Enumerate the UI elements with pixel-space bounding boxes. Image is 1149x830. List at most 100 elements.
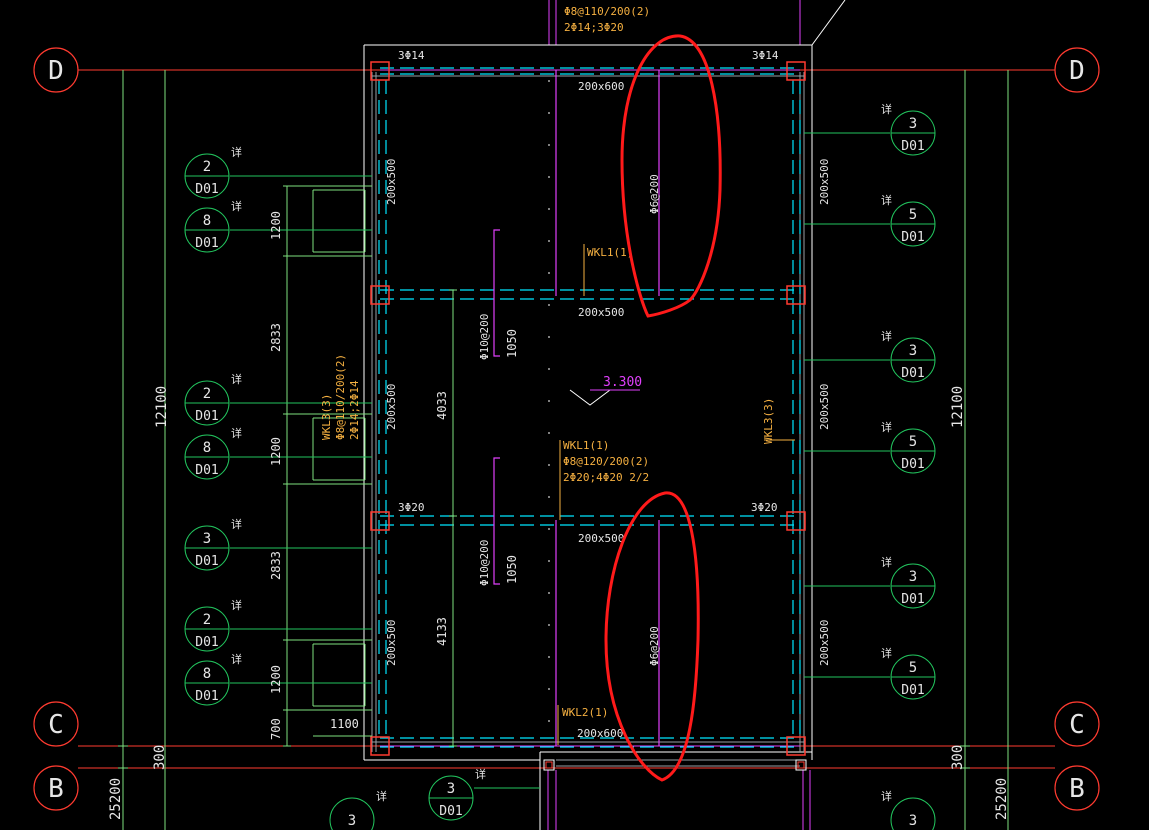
axis-bubble-left-B xyxy=(33,765,79,811)
axis-bubble-right-C xyxy=(1054,701,1100,747)
beam-bars-wkl3-left: 2Φ14;2Φ14 xyxy=(348,380,361,440)
elevation-value: 3.300 xyxy=(603,375,642,390)
markup-annotations[interactable] xyxy=(604,34,722,782)
column-C-right xyxy=(786,736,806,756)
detail-number: 8 xyxy=(203,213,211,229)
beam-label-wkl1-top: WKL1(1) xyxy=(587,246,633,259)
detail-number: 5 xyxy=(909,207,917,223)
beam-size-left-1: 200x500 xyxy=(385,159,398,205)
detail-number: 3 xyxy=(348,813,356,829)
axis-bubble-left-D xyxy=(33,47,79,93)
axis-label-left-B: B xyxy=(48,774,64,804)
detail-callout-b3[interactable]: 3详 xyxy=(881,789,936,830)
dim-seg-5: 1200 xyxy=(269,665,283,694)
right-dimensions xyxy=(960,70,1009,830)
detail-mark: 详 xyxy=(475,767,486,781)
detail-number: 3 xyxy=(203,531,211,547)
beam-label-wkl3-right: WKL3(3) xyxy=(762,398,775,444)
bars-mid-left: 3Φ20 xyxy=(398,501,425,514)
beam-label-wkl1-mid: WKL1(1) xyxy=(563,439,609,452)
axis-label-right-B: B xyxy=(1069,774,1085,804)
column-3-left xyxy=(370,511,390,531)
detail-mark: 详 xyxy=(231,426,242,440)
beam-label-wkl3-left: WKL3(3) xyxy=(320,394,333,440)
detail-reference: D01 xyxy=(901,457,924,472)
dim-width-1100: 1100 xyxy=(330,717,359,731)
top-beam-stirrup: Φ8@110/200(2) xyxy=(564,5,650,18)
detail-mark: 详 xyxy=(231,652,242,666)
dim-bottom-left: 25200 xyxy=(108,778,124,820)
top-beam-bars: 2Φ14;3Φ20 xyxy=(564,21,624,34)
bars-top-right: 3Φ14 xyxy=(752,49,779,62)
bars-mid-right: 3Φ20 xyxy=(751,501,778,514)
dim-total-left: 12100 xyxy=(154,386,170,428)
slab-rebar-1: Φ10@200 xyxy=(478,314,491,360)
detail-circle xyxy=(329,797,375,830)
axis-bubbles xyxy=(33,47,1100,811)
slab-rebar-2: Φ10@200 xyxy=(478,540,491,586)
beam-size-3: 200x500 xyxy=(578,532,624,545)
detail-reference: D01 xyxy=(195,554,218,569)
bars-top-left: 3Φ14 xyxy=(398,49,425,62)
dim-slab-bottom: 1050 xyxy=(505,555,519,584)
detail-reference: D01 xyxy=(195,409,218,424)
detail-callouts[interactable]: 2D01详8D01详2D01详8D01详3D01详2D01详8D01详3D01详… xyxy=(184,102,936,830)
detail-number: 2 xyxy=(203,386,211,402)
dim-seg-4: 2833 xyxy=(269,551,283,580)
markup-loop-bottom[interactable] xyxy=(604,491,700,782)
beam-size-right-1: 200x500 xyxy=(818,159,831,205)
axis-bubble-right-B xyxy=(1054,765,1100,811)
dim-seg-6: 700 xyxy=(269,718,283,740)
axis-label-left-D: D xyxy=(48,56,64,86)
detail-mark: 详 xyxy=(231,598,242,612)
beam-size-right-3: 200x500 xyxy=(818,620,831,666)
detail-mark: 详 xyxy=(881,646,892,660)
beam-stirrup-wkl3-left: Φ8@110/200(2) xyxy=(334,354,347,440)
axis-label-right-C: C xyxy=(1069,710,1085,740)
beam-size-2: 200x500 xyxy=(578,306,624,319)
dim-bottom-right: 25200 xyxy=(994,778,1010,820)
detail-circle xyxy=(890,797,936,830)
dim-span-bottom: 4133 xyxy=(435,617,449,646)
dim-seg-2: 2833 xyxy=(269,323,283,352)
beam-stirrup-wkl1-mid: Φ8@120/200(2) xyxy=(563,455,649,468)
detail-mark: 详 xyxy=(881,789,892,803)
detail-number: 3 xyxy=(909,813,917,829)
detail-reference: D01 xyxy=(901,592,924,607)
markup-loop-top[interactable] xyxy=(620,34,722,318)
detail-mark: 详 xyxy=(881,555,892,569)
axis-bubble-right-D xyxy=(1054,47,1100,93)
dim-cb-right: 300 xyxy=(950,745,966,770)
detail-mark: 详 xyxy=(376,789,387,803)
column-2-right xyxy=(786,285,806,305)
detail-callout-b2[interactable]: 3详 xyxy=(329,789,387,830)
detail-reference: D01 xyxy=(195,635,218,650)
slab-rebar-4: Φ6@200 xyxy=(648,626,661,666)
dimension-labels: 12100 12100 25200 25200 300 300 xyxy=(108,386,1010,820)
beam-size-left-2: 200x500 xyxy=(385,384,398,430)
dim-total-right: 12100 xyxy=(950,386,966,428)
detail-number: 3 xyxy=(909,116,917,132)
axis-bubble-left-C xyxy=(33,701,79,747)
left-dimensions xyxy=(122,70,457,830)
detail-leaders xyxy=(230,132,890,789)
beam-size-top: 200x600 xyxy=(578,80,624,93)
detail-mark: 详 xyxy=(881,193,892,207)
column-2-left xyxy=(370,285,390,305)
